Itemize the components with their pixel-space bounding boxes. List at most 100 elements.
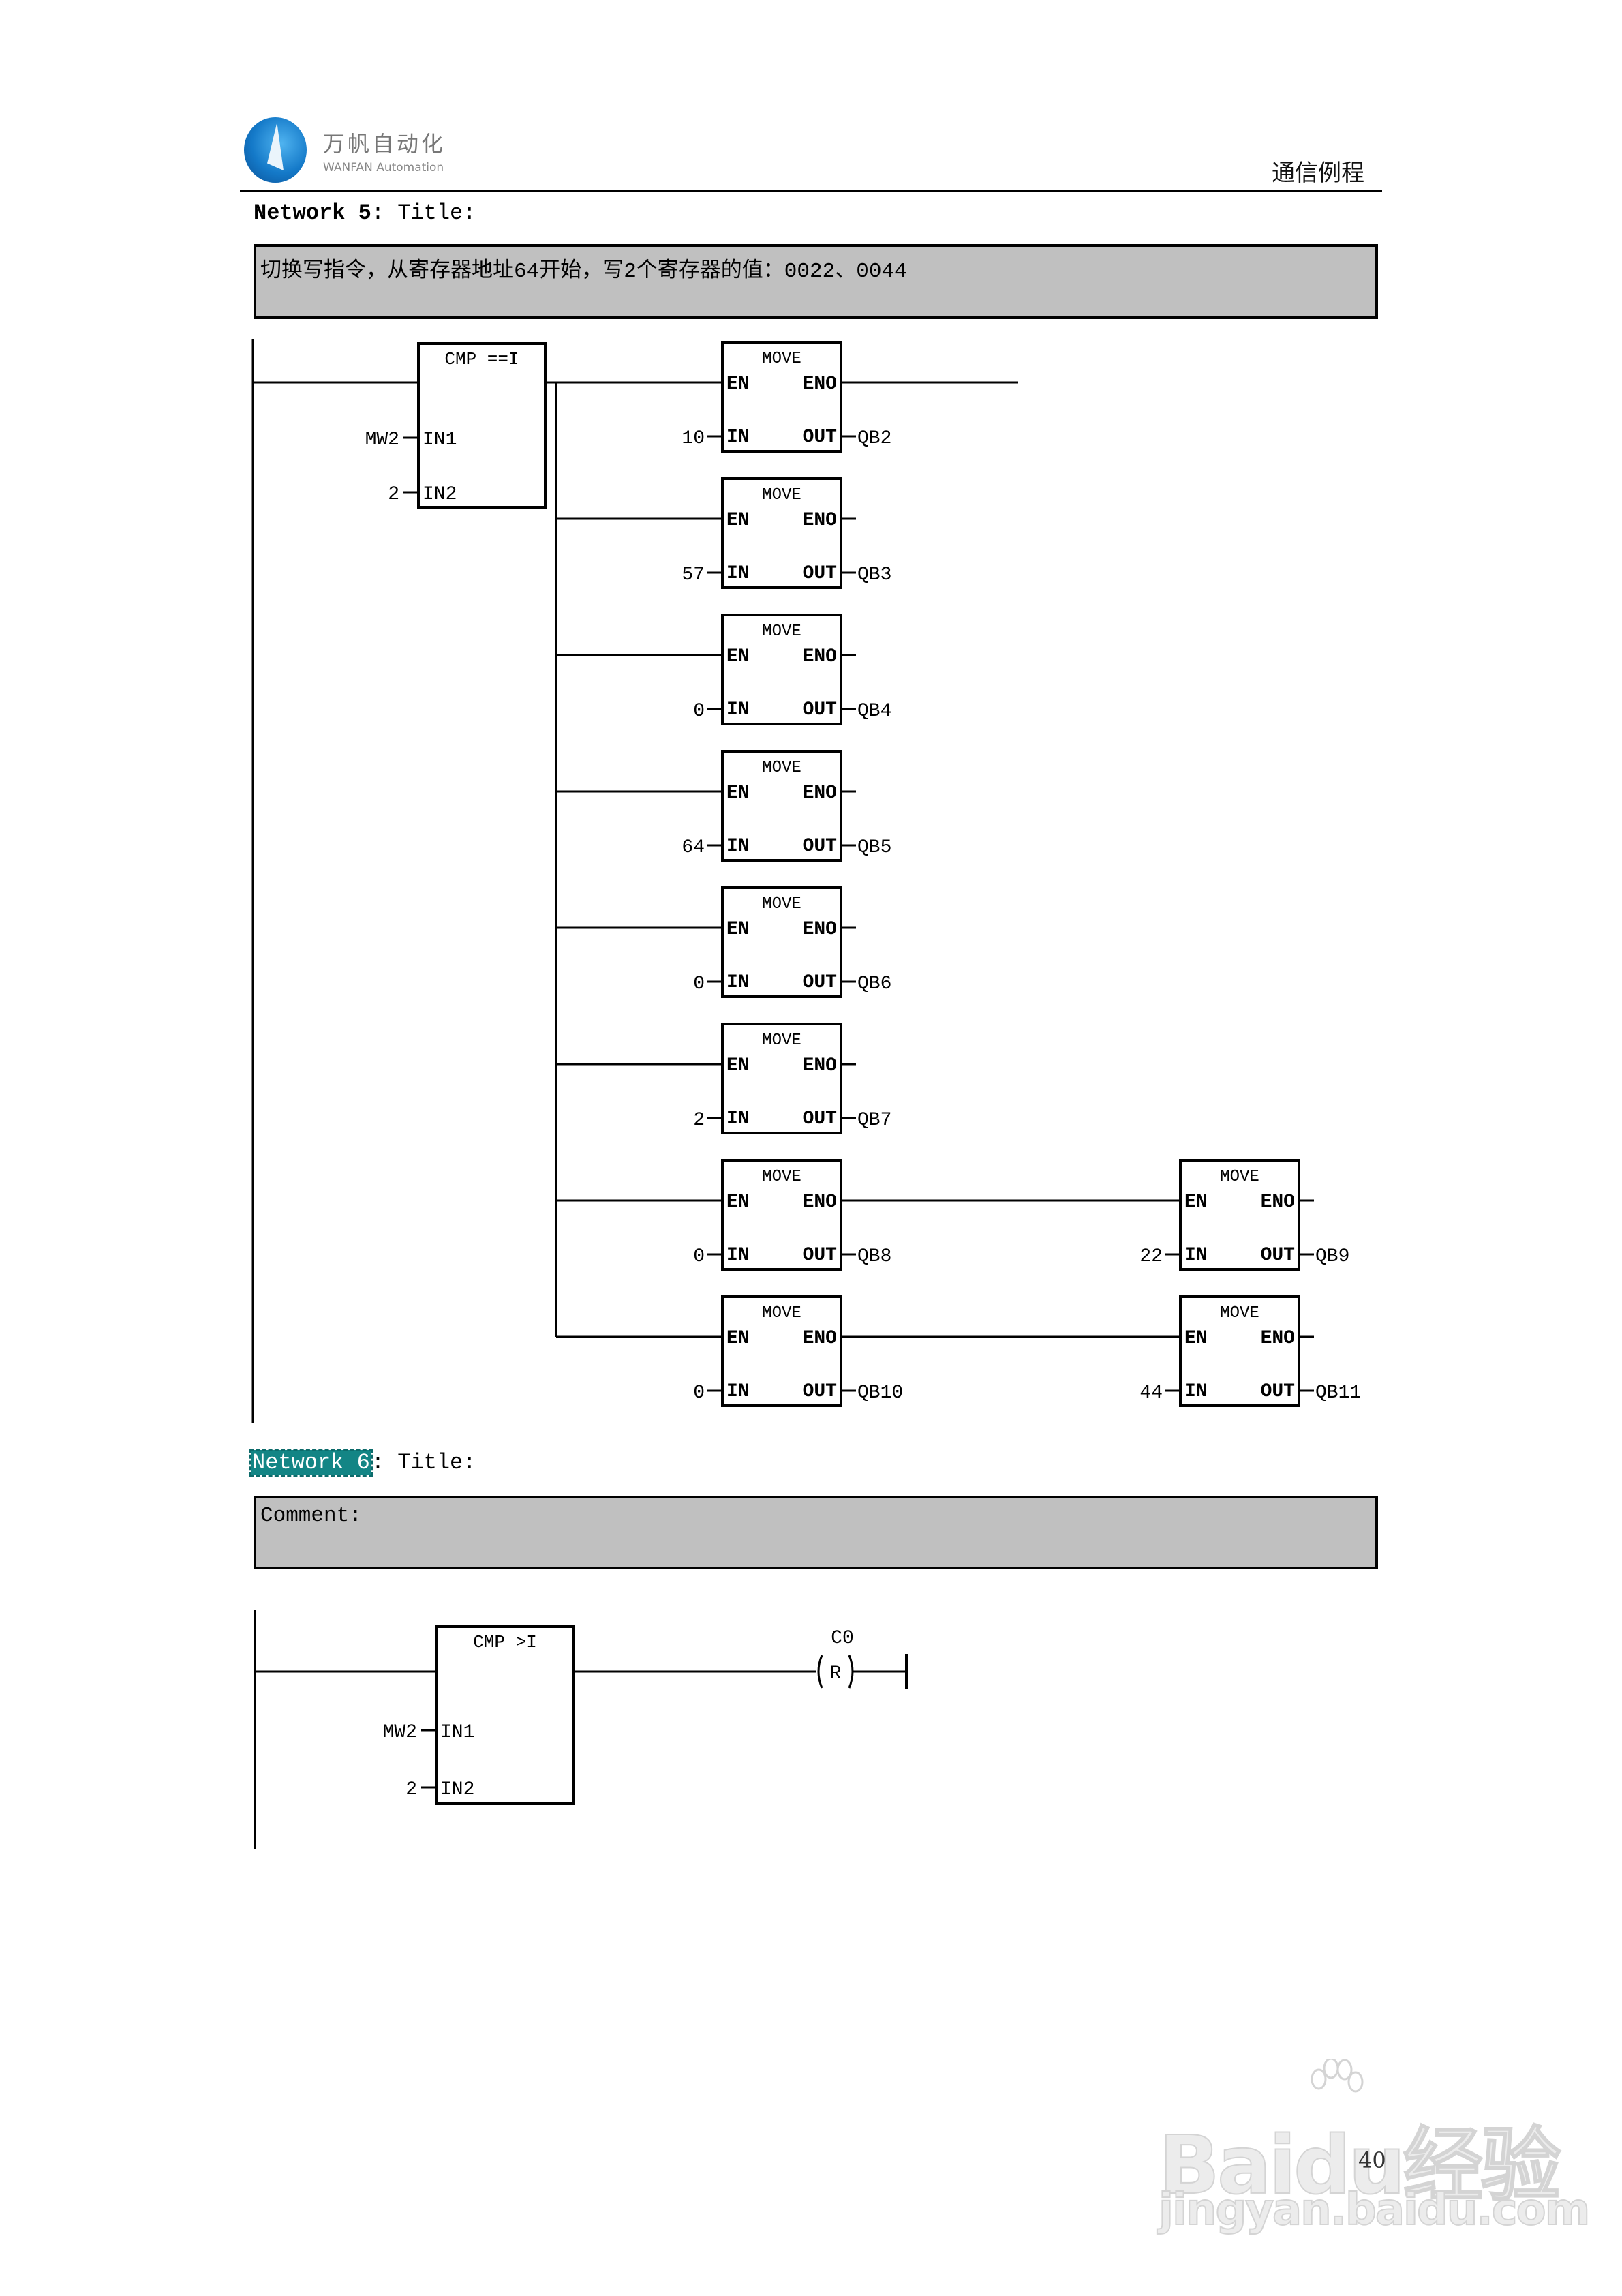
- network-6-title[interactable]: : Title:: [371, 1450, 476, 1475]
- move-in-value[interactable]: 57: [682, 564, 705, 586]
- move-en-pin[interactable]: EN: [726, 783, 750, 804]
- move-block-title[interactable]: MOVE: [762, 1304, 801, 1323]
- compare-in2-pin[interactable]: IN2: [440, 1779, 474, 1800]
- move-in-pin[interactable]: IN: [726, 1381, 750, 1402]
- move-out-pin[interactable]: OUT: [803, 563, 837, 584]
- network-6-comment[interactable]: Comment:: [254, 1496, 1378, 1569]
- move-out-operand[interactable]: QB3: [857, 564, 891, 586]
- network-5-label[interactable]: Network 5: [254, 200, 371, 226]
- move-block-title[interactable]: MOVE: [762, 895, 801, 913]
- move-en-pin[interactable]: EN: [726, 1192, 750, 1213]
- coil-type[interactable]: R: [830, 1663, 842, 1685]
- move-block-title[interactable]: MOVE: [762, 486, 801, 504]
- move-in-pin[interactable]: IN: [726, 563, 750, 584]
- move-in-value[interactable]: 0: [693, 1383, 705, 1404]
- move-block[interactable]: MOVE EN ENO IN OUT 57 QB3: [682, 477, 891, 589]
- move-out-operand[interactable]: QB11: [1315, 1383, 1361, 1404]
- move-in-value[interactable]: 0: [693, 1246, 705, 1267]
- compare-in2-operand[interactable]: 2: [406, 1779, 417, 1800]
- compare-operator[interactable]: CMP >I: [473, 1632, 537, 1652]
- move-out-pin[interactable]: OUT: [803, 836, 837, 857]
- move-out-operand[interactable]: QB9: [1315, 1246, 1349, 1267]
- move-in-value[interactable]: 22: [1139, 1246, 1163, 1267]
- move-block[interactable]: MOVE EN ENO IN OUT 64 QB5: [682, 750, 891, 862]
- move-block[interactable]: MOVE EN ENO IN OUT 0 QB4: [693, 614, 891, 725]
- move-in-pin[interactable]: IN: [726, 1245, 750, 1266]
- compare-in1-pin[interactable]: IN1: [440, 1722, 474, 1743]
- move-en-pin[interactable]: EN: [726, 510, 750, 531]
- move-block-title[interactable]: MOVE: [762, 622, 801, 641]
- compare-in2-pin[interactable]: IN2: [423, 484, 457, 505]
- move-out-operand[interactable]: QB7: [857, 1110, 891, 1131]
- move-in-pin[interactable]: IN: [1184, 1381, 1208, 1402]
- move-in-value[interactable]: 2: [693, 1110, 705, 1131]
- move-block-title[interactable]: MOVE: [1220, 1304, 1259, 1323]
- compare-in1-operand[interactable]: MW2: [365, 429, 399, 451]
- move-en-pin[interactable]: EN: [726, 1328, 750, 1349]
- move-in-pin[interactable]: IN: [726, 1108, 750, 1130]
- move-out-operand[interactable]: QB5: [857, 837, 891, 858]
- coil-address[interactable]: C0: [831, 1628, 854, 1649]
- move-en-pin[interactable]: EN: [726, 919, 750, 940]
- move-out-pin[interactable]: OUT: [1261, 1381, 1295, 1402]
- move-eno-pin[interactable]: ENO: [803, 1055, 837, 1076]
- move-eno-pin[interactable]: ENO: [803, 783, 837, 804]
- compare-in1-pin[interactable]: IN1: [423, 429, 457, 451]
- move-en-pin[interactable]: EN: [726, 1055, 750, 1076]
- move-eno-pin[interactable]: ENO: [803, 374, 837, 395]
- move-in-pin[interactable]: IN: [726, 699, 750, 721]
- move-out-pin[interactable]: OUT: [803, 972, 837, 993]
- compare-operator[interactable]: CMP ==I: [444, 349, 519, 369]
- move-out-pin[interactable]: OUT: [803, 427, 837, 448]
- move-eno-pin[interactable]: ENO: [803, 919, 837, 940]
- move-eno-pin[interactable]: ENO: [803, 646, 837, 667]
- move-in-value[interactable]: 10: [682, 428, 705, 449]
- move-out-operand[interactable]: QB2: [857, 428, 891, 449]
- move-en-pin[interactable]: EN: [726, 646, 750, 667]
- move-block[interactable]: MOVE EN ENO IN OUT 22 QB9: [1139, 1159, 1349, 1271]
- move-block[interactable]: MOVE EN ENO IN OUT 10 QB2: [682, 341, 891, 453]
- move-en-pin[interactable]: EN: [726, 374, 750, 395]
- move-block-title[interactable]: MOVE: [762, 350, 801, 368]
- move-en-pin[interactable]: EN: [1184, 1192, 1208, 1213]
- move-out-operand[interactable]: QB4: [857, 701, 891, 722]
- move-eno-pin[interactable]: ENO: [803, 1192, 837, 1213]
- move-block-title[interactable]: MOVE: [762, 1168, 801, 1186]
- network-5-title[interactable]: : Title:: [371, 200, 476, 226]
- compare-in2-operand[interactable]: 2: [388, 484, 399, 505]
- move-eno-pin[interactable]: ENO: [803, 1328, 837, 1349]
- move-in-pin[interactable]: IN: [726, 836, 750, 857]
- move-block-title[interactable]: MOVE: [762, 759, 801, 777]
- move-block-title[interactable]: MOVE: [1220, 1168, 1259, 1186]
- move-block[interactable]: MOVE EN ENO IN OUT 0 QB10: [693, 1295, 903, 1407]
- move-eno-pin[interactable]: ENO: [1261, 1328, 1295, 1349]
- move-en-pin[interactable]: EN: [1184, 1328, 1208, 1349]
- move-block[interactable]: MOVE EN ENO IN OUT 0 QB8: [693, 1159, 891, 1271]
- move-out-pin[interactable]: OUT: [803, 1108, 837, 1130]
- move-out-operand[interactable]: QB8: [857, 1246, 891, 1267]
- move-in-value[interactable]: 0: [693, 701, 705, 722]
- move-block[interactable]: MOVE EN ENO IN OUT 44 QB11: [1139, 1295, 1361, 1407]
- move-out-pin[interactable]: OUT: [803, 1381, 837, 1402]
- move-in-pin[interactable]: IN: [1184, 1245, 1208, 1266]
- move-out-operand[interactable]: QB10: [857, 1383, 903, 1404]
- move-in-value[interactable]: 44: [1139, 1383, 1163, 1404]
- move-out-pin[interactable]: OUT: [803, 1245, 837, 1266]
- move-in-pin[interactable]: IN: [726, 427, 750, 448]
- move-in-value[interactable]: 64: [682, 837, 705, 858]
- move-out-pin[interactable]: OUT: [1261, 1245, 1295, 1266]
- move-in-pin[interactable]: IN: [726, 972, 750, 993]
- network-5-comment[interactable]: 切换写指令，从寄存器地址64开始，写2个寄存器的值：0022、0044: [254, 244, 1378, 319]
- reset-coil[interactable]: R C0: [817, 1628, 854, 1689]
- move-eno-pin[interactable]: ENO: [1261, 1192, 1295, 1213]
- move-out-operand[interactable]: QB6: [857, 973, 891, 995]
- move-in-value[interactable]: 0: [693, 973, 705, 995]
- network-6-label-selected[interactable]: Network 6: [249, 1449, 373, 1477]
- move-block[interactable]: MOVE EN ENO IN OUT 0 QB6: [693, 886, 891, 998]
- move-out-pin[interactable]: OUT: [803, 699, 837, 721]
- compare-in1-operand[interactable]: MW2: [383, 1722, 417, 1743]
- move-eno-pin[interactable]: ENO: [803, 510, 837, 531]
